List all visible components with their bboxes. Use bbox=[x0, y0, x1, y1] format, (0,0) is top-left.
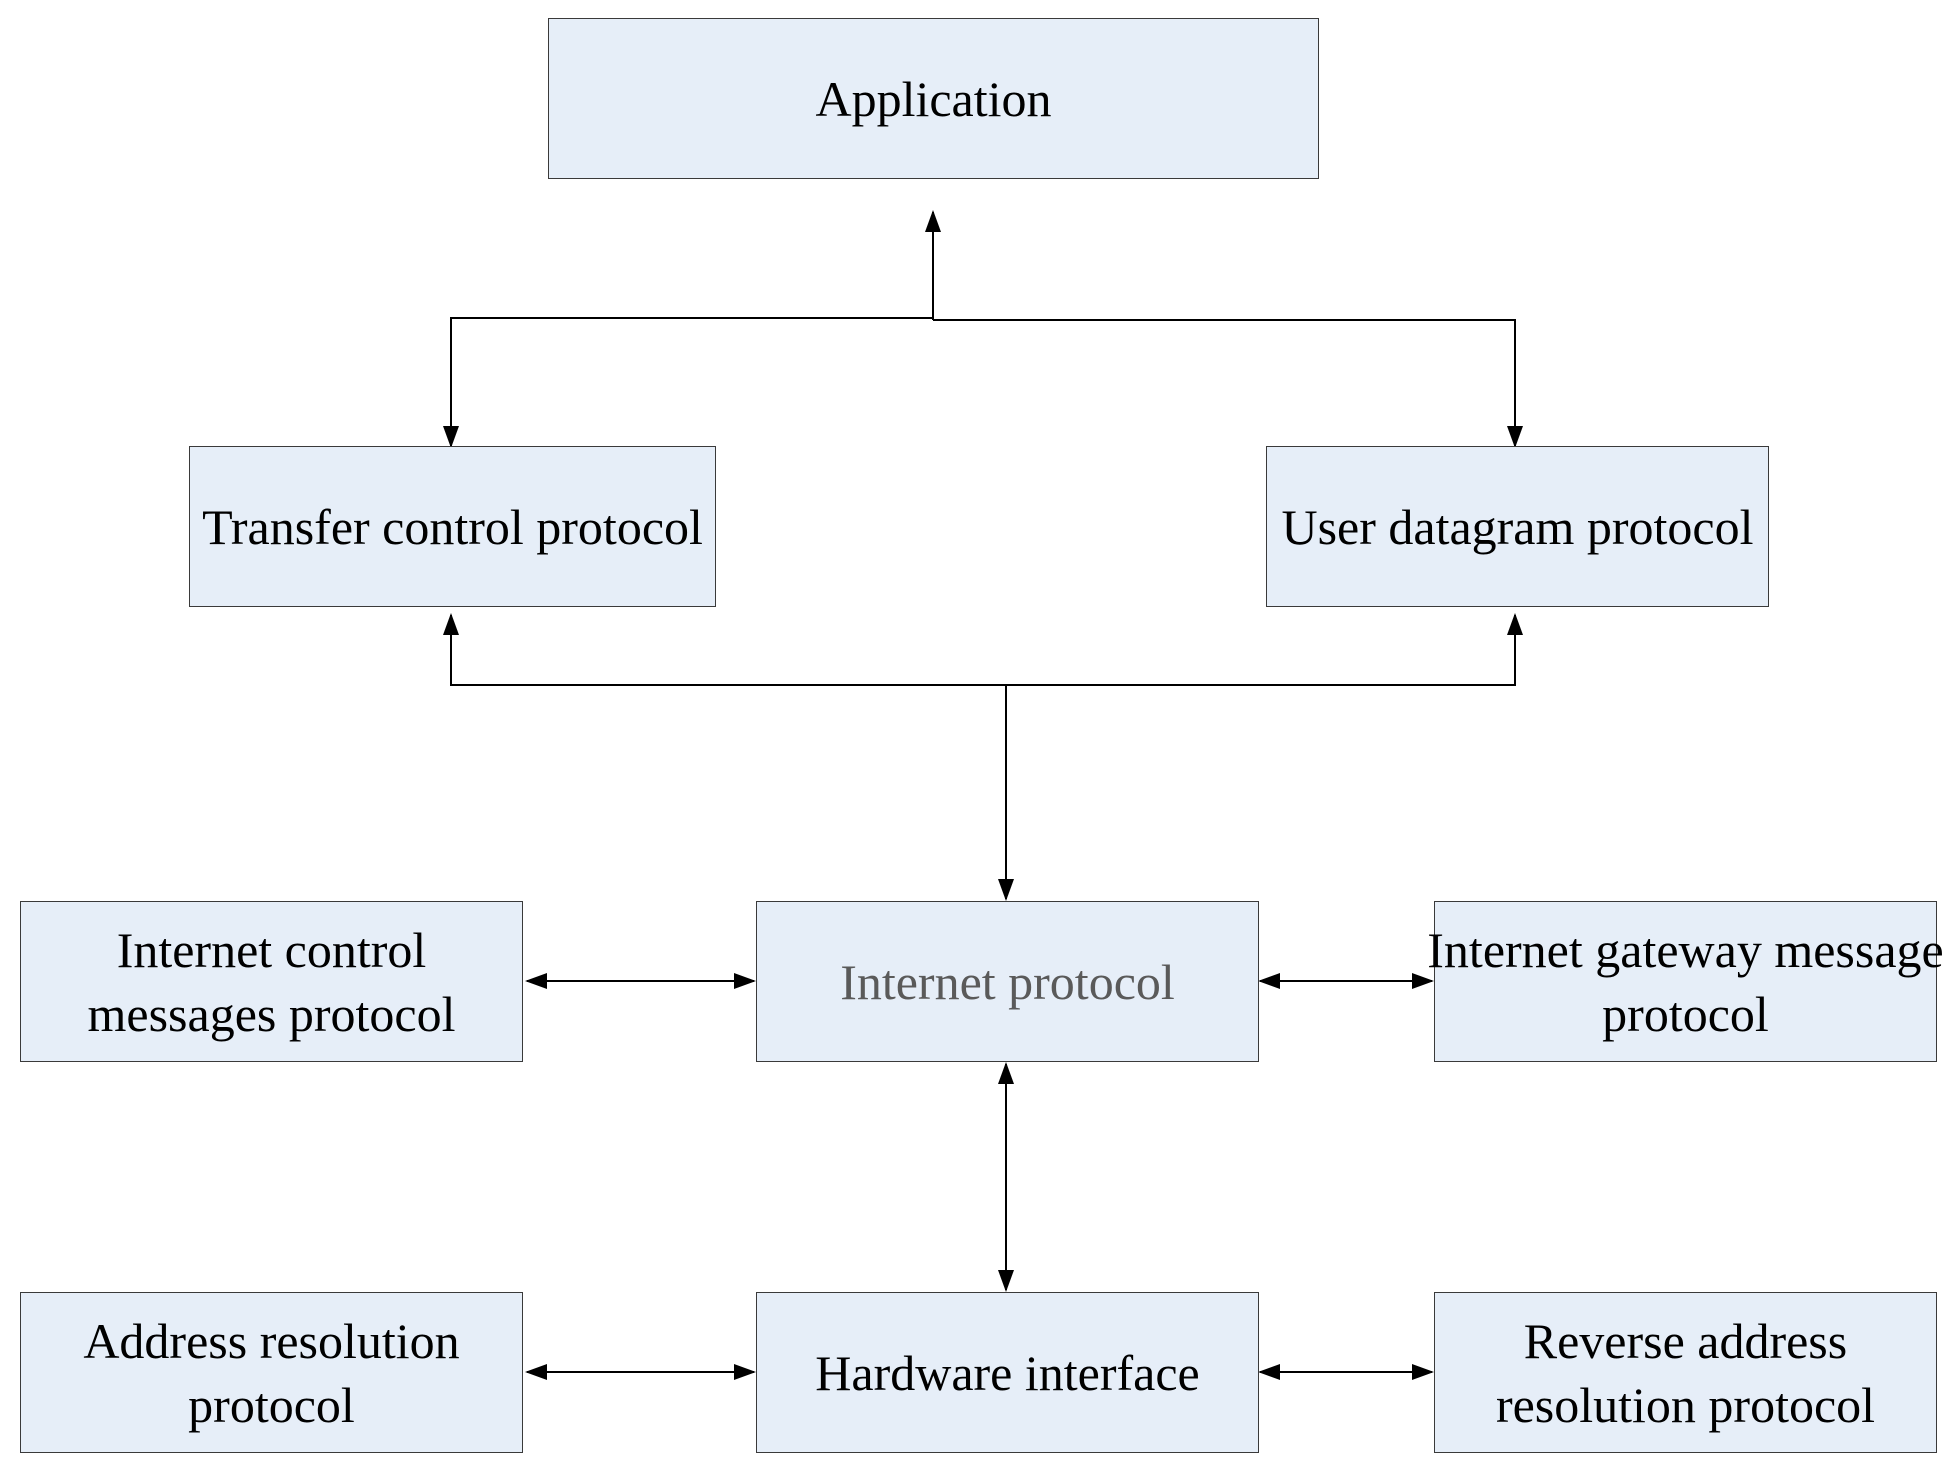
node-tcp: Transfer control protocol bbox=[189, 446, 716, 607]
node-application: Application bbox=[548, 18, 1319, 179]
node-arp-line2: protocol bbox=[188, 1376, 355, 1433]
node-rarp-line2: resolution protocol bbox=[1495, 1376, 1876, 1433]
node-igmp: Internet gateway message protocol bbox=[1427, 901, 1944, 1062]
edge-application-tcp-udp bbox=[443, 210, 1523, 448]
node-igmp-line1: Internet gateway message bbox=[1427, 921, 1944, 978]
node-icmp-line1: Internet control bbox=[116, 921, 427, 978]
node-hardware-label: Hardware interface bbox=[815, 1344, 1200, 1401]
node-arp: Address resolution protocol bbox=[20, 1292, 523, 1453]
node-hardware: Hardware interface bbox=[756, 1292, 1259, 1453]
node-ip: Internet protocol bbox=[756, 901, 1259, 1062]
node-application-label: Application bbox=[815, 70, 1052, 127]
node-rarp-line1: Reverse address bbox=[1523, 1312, 1848, 1369]
node-arp-line1: Address resolution bbox=[83, 1312, 460, 1369]
node-udp: User datagram protocol bbox=[1266, 446, 1769, 607]
node-ip-label: Internet protocol bbox=[840, 953, 1175, 1010]
node-icmp: Internet control messages protocol bbox=[20, 901, 523, 1062]
edge-application-udp bbox=[933, 319, 1523, 448]
edge-ip-tcp-udp bbox=[443, 613, 1523, 901]
edge-tcp-udp-bus bbox=[443, 613, 1523, 686]
node-udp-label: User datagram protocol bbox=[1281, 498, 1754, 555]
node-tcp-label: Transfer control protocol bbox=[202, 498, 703, 555]
node-rarp: Reverse address resolution protocol bbox=[1434, 1292, 1937, 1453]
node-igmp-line2: protocol bbox=[1602, 985, 1769, 1042]
node-icmp-line2: messages protocol bbox=[87, 985, 456, 1042]
edge-application-tcp bbox=[443, 317, 933, 448]
